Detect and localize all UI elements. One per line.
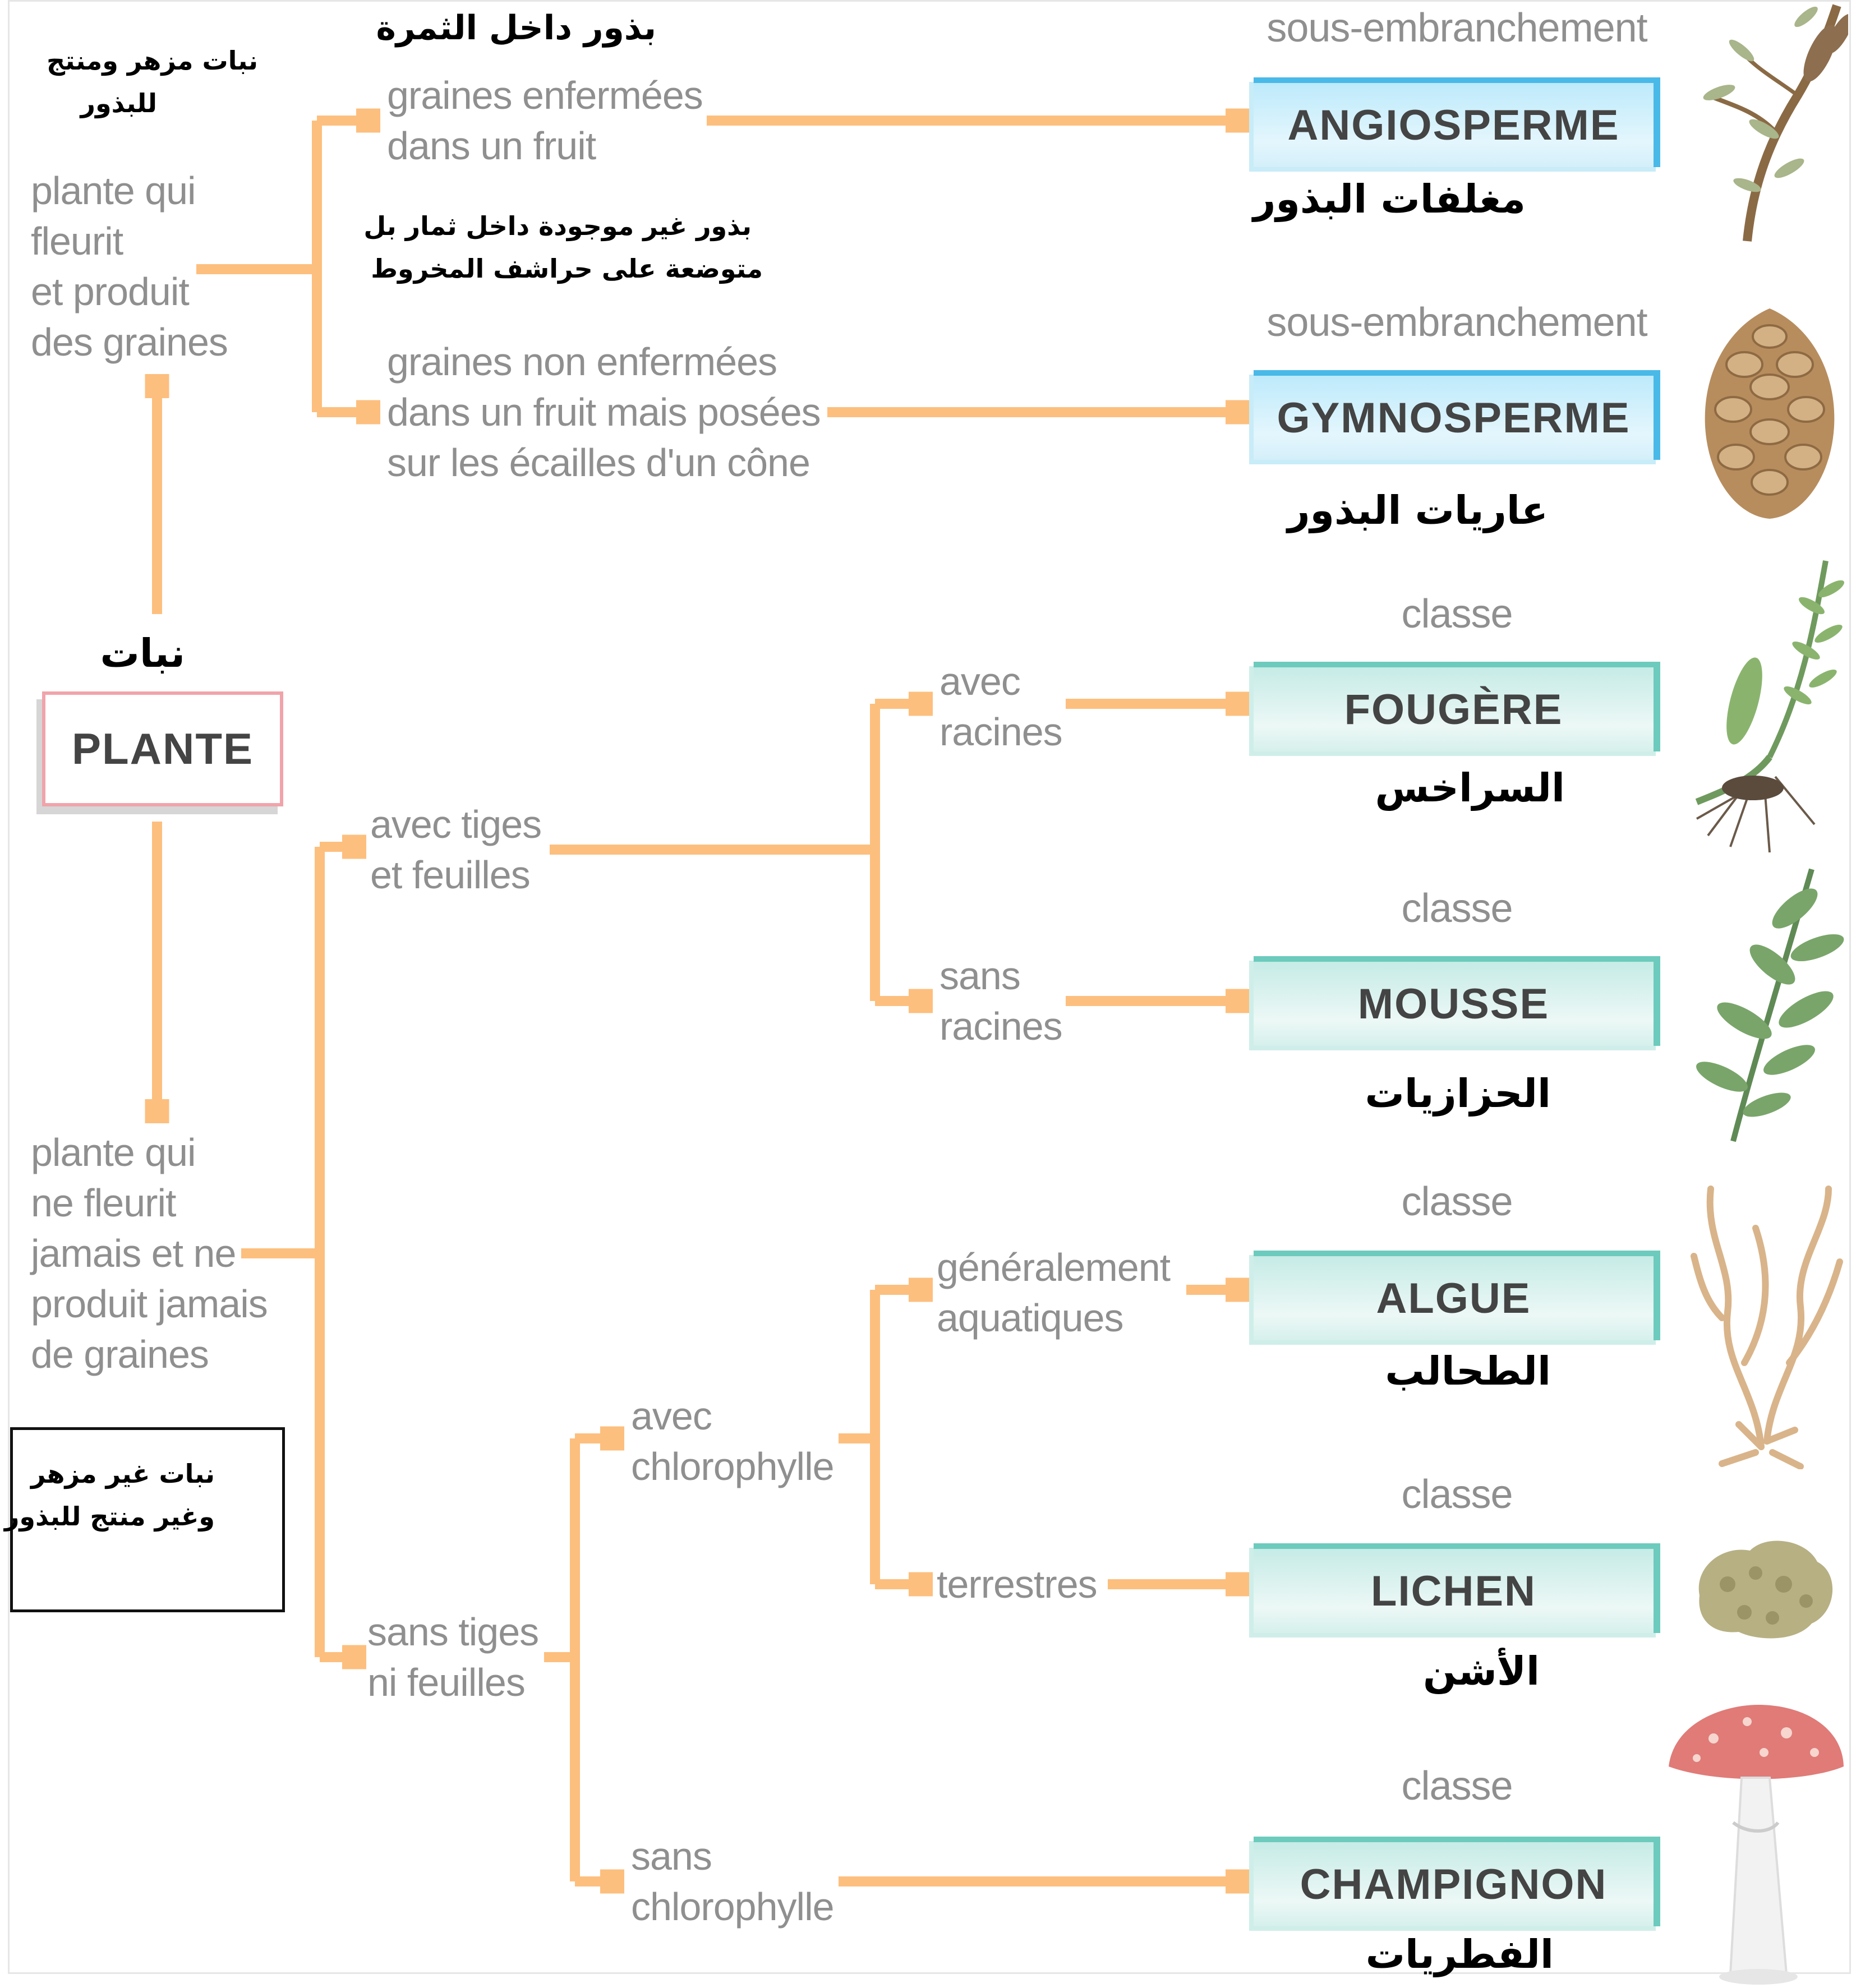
text-line: sans	[939, 954, 1021, 998]
connector-flowering-bracket	[196, 121, 322, 412]
connector-no-stems-bracket	[544, 1438, 580, 1881]
lichen-icon	[1698, 1540, 1833, 1639]
moss-icon	[1696, 868, 1844, 1142]
arabic-seeds-in-fruit: بذور داخل الثمرة	[376, 8, 656, 48]
pine-cone-icon	[1705, 308, 1835, 519]
arabic-non-flowering-box: نبات غير مزهر وغير منتج للبذور	[4, 1427, 285, 1612]
group-name: CHAMPIGNON	[1300, 1860, 1608, 1908]
group-box-mousse: MOUSSE	[1254, 956, 1660, 1046]
group-name: GYMNOSPERME	[1277, 394, 1631, 442]
arabic-non-flowering-line: وغير منتج للبذور	[4, 1501, 215, 1532]
arabic-flowering-label: نبات مزهر ومنتج للبذور	[47, 39, 258, 124]
group-arabic-name: الطحالب	[1385, 1348, 1551, 1394]
group-box-fougere: FOUGÈRE	[1254, 662, 1660, 751]
text-line: de graines	[31, 1332, 209, 1376]
text-line: racines	[939, 1004, 1063, 1048]
text-line: graines non enfermées	[387, 340, 777, 384]
text-line: généralement	[937, 1246, 1171, 1289]
text-line: sans tiges	[367, 1610, 539, 1654]
with-roots-label: avec racines	[939, 656, 1063, 757]
stems-leaves-label: avec tiges et feuilles	[370, 799, 542, 900]
no-stems-label: sans tiges ni feuilles	[367, 1607, 539, 1708]
group-name: FOUGÈRE	[1344, 685, 1563, 734]
mushroom-icon	[1669, 1705, 1844, 1985]
group-arabic-name: السراخس	[1375, 765, 1565, 811]
text-line: racines	[939, 710, 1063, 754]
text-line: fleurit	[31, 219, 123, 263]
enclosed-seeds-label: graines enfermées dans un fruit	[387, 70, 703, 171]
text-line: dans un fruit mais posées	[387, 390, 821, 434]
arabic-non-flowering-label: نبات غير مزهر وغير منتج للبذور	[4, 1452, 215, 1538]
group-arabic-name: الفطريات	[1365, 1931, 1554, 1977]
plante-root-label: PLANTE	[72, 724, 254, 773]
group-name: MOUSSE	[1357, 980, 1550, 1028]
group-name: ALGUE	[1376, 1274, 1531, 1322]
without-chlorophyll-label: sans chlorophylle	[631, 1831, 835, 1932]
group-name: LICHEN	[1371, 1567, 1536, 1615]
connector-non-flowering-bracket	[241, 847, 325, 1657]
text-line: aquatiques	[937, 1296, 1124, 1340]
text-line: ne fleurit	[31, 1181, 176, 1225]
aquatic-label: généralement aquatiques	[937, 1242, 1171, 1343]
group-box-angiosperme: ANGIOSPERME	[1254, 77, 1660, 167]
connector-chlorophyll-bracket	[839, 1290, 880, 1584]
connector-stems-bracket	[550, 704, 880, 1001]
text-line: chlorophylle	[631, 1885, 835, 1929]
flowering-plant-icon	[1703, 4, 1848, 242]
text-line: ni feuilles	[367, 1660, 526, 1704]
arabic-plant-label: نبات	[100, 630, 185, 676]
non-enclosed-seeds-label: graines non enfermées dans un fruit mais…	[387, 336, 821, 488]
group-arabic-name: مغلفات البذور	[1253, 176, 1526, 222]
with-chlorophyll-label: avec chlorophylle	[631, 1391, 835, 1492]
text-line: produit jamais	[31, 1282, 268, 1326]
text-line: jamais et ne	[31, 1231, 236, 1275]
rank-label: sous-embranchement	[1266, 6, 1647, 50]
rank-label: classe	[1401, 1179, 1513, 1224]
without-roots-label: sans racines	[939, 951, 1063, 1051]
text-line: et feuilles	[370, 853, 531, 897]
seaweed-icon	[1691, 1186, 1843, 1469]
text-line: chlorophylle	[631, 1445, 835, 1488]
arabic-seeds-not-in-fruit: بذور غير موجودة داخل ثمار بل متوضعة على …	[363, 205, 763, 290]
text-line: dans un fruit	[387, 124, 596, 168]
group-box-gymnosperme: GYMNOSPERME	[1254, 370, 1660, 460]
group-box-lichen: LICHEN	[1254, 1543, 1660, 1633]
rank-label: classe	[1401, 1764, 1513, 1809]
text-line: et produit	[31, 270, 190, 313]
rank-label: classe	[1401, 886, 1513, 931]
group-box-algue: ALGUE	[1254, 1251, 1660, 1340]
arabic-flowering-line: للبذور	[80, 88, 157, 118]
text-line: avec	[939, 659, 1021, 703]
rank-label: sous-embranchement	[1266, 300, 1647, 345]
text-line: avec	[631, 1394, 712, 1438]
group-name: ANGIOSPERME	[1287, 101, 1620, 149]
plante-root-box: PLANTE	[42, 691, 283, 806]
group-arabic-name: الأشن	[1423, 1648, 1540, 1694]
text-line: sans	[631, 1834, 712, 1878]
group-box-champignon: CHAMPIGNON	[1254, 1837, 1660, 1926]
group-arabic-name: عاريات البذور	[1287, 487, 1548, 533]
fern-icon	[1695, 560, 1844, 853]
group-arabic-name: الحزازيات	[1365, 1071, 1551, 1117]
text-line: plante qui	[31, 169, 196, 213]
arabic-seeds-not-in-fruit-line: بذور غير موجودة داخل ثمار بل	[363, 211, 752, 241]
arabic-flowering-line: نبات مزهر ومنتج	[47, 45, 258, 76]
rank-label: classe	[1401, 1472, 1513, 1517]
flowering-branch-label: plante qui fleurit et produit des graine…	[31, 165, 228, 367]
arabic-non-flowering-line: نبات غير مزهر	[31, 1459, 215, 1489]
text-line: avec tiges	[370, 802, 542, 846]
text-line: graines enfermées	[387, 73, 703, 117]
rank-label: classe	[1401, 592, 1513, 636]
arabic-seeds-not-in-fruit-line: متوضعة على حراشف المخروط	[371, 253, 763, 284]
non-flowering-branch-label: plante qui ne fleurit jamais et ne produ…	[31, 1127, 268, 1380]
text-line: des graines	[31, 320, 228, 364]
text-line: sur les écailles d'un cône	[387, 441, 810, 485]
terrestrial-label: terrestres	[937, 1562, 1098, 1606]
text-line: plante qui	[31, 1131, 196, 1174]
